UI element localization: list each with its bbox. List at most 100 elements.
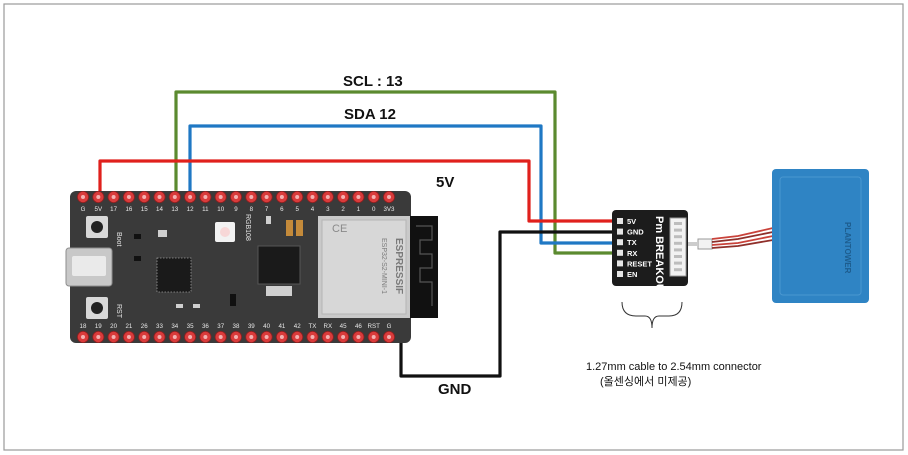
smd-component bbox=[193, 304, 200, 308]
mcu-chip bbox=[156, 257, 192, 293]
module-brand: ESPRESSIF bbox=[393, 238, 404, 294]
bottom-pin-label: RST bbox=[368, 323, 381, 330]
sensor-body bbox=[772, 169, 869, 303]
power-label: 5V bbox=[436, 174, 454, 191]
bottom-pin-label: G bbox=[387, 323, 392, 330]
capacitor bbox=[286, 220, 293, 236]
regulator-tab bbox=[266, 286, 292, 296]
breakout-pin-pad bbox=[617, 249, 623, 256]
sensor-brand: PLANTOWER bbox=[843, 222, 852, 274]
top-pin-hole bbox=[142, 195, 147, 199]
top-pin-hole bbox=[295, 195, 300, 199]
top-pin-hole bbox=[81, 195, 85, 199]
cable-strand bbox=[711, 227, 774, 240]
ground-wire bbox=[399, 230, 614, 378]
bottom-pin-hole bbox=[188, 335, 193, 339]
top-pin-label: 5 bbox=[295, 206, 299, 213]
sda-label: SDA 12 bbox=[344, 106, 396, 123]
module-model: ESP32-S2-MINI-1 bbox=[380, 238, 387, 294]
top-pin-hole bbox=[325, 195, 330, 199]
capacitor bbox=[296, 220, 303, 236]
plantower-sensor: PLANTOWER bbox=[772, 169, 869, 303]
power-wire bbox=[98, 159, 614, 223]
bottom-pin-label: 36 bbox=[202, 323, 209, 330]
connector-tooth bbox=[674, 241, 682, 245]
breakout-pin-pad bbox=[617, 260, 623, 267]
top-pin-hole bbox=[188, 195, 193, 199]
connector-tooth bbox=[674, 255, 682, 258]
wires bbox=[98, 90, 614, 378]
esp-module-can bbox=[321, 219, 407, 315]
bottom-pin-label: 21 bbox=[125, 323, 132, 330]
top-pin-hole bbox=[96, 195, 101, 199]
top-pin-hole bbox=[249, 195, 254, 199]
breakout-body bbox=[612, 210, 688, 286]
note-line-2: (올센싱에서 미제공) bbox=[600, 375, 691, 388]
bottom-pin-hole bbox=[172, 335, 177, 339]
top-pin-hole bbox=[341, 195, 346, 199]
boot-button-cap bbox=[91, 221, 103, 233]
smd-component bbox=[158, 230, 167, 237]
top-pin-label: 16 bbox=[125, 206, 132, 213]
cable-strand bbox=[711, 239, 774, 249]
rgb-led-lens bbox=[220, 227, 230, 237]
bottom-pin-hole bbox=[111, 335, 116, 339]
bottom-pin-label: TX bbox=[309, 323, 317, 330]
bottom-pin-label: 45 bbox=[340, 323, 347, 330]
top-pin-hole bbox=[203, 195, 208, 199]
voltage-regulator bbox=[257, 245, 301, 285]
top-pin-hole bbox=[218, 195, 223, 199]
smd-component bbox=[134, 256, 141, 261]
bottom-pin-label: 20 bbox=[110, 323, 117, 330]
bottom-pin-label: 37 bbox=[217, 323, 224, 330]
bottom-pin-hole bbox=[81, 335, 85, 339]
bottom-pin-hole bbox=[96, 335, 101, 339]
note-line-1: 1.27mm cable to 2.54mm connector bbox=[586, 361, 762, 373]
bottom-pin-label: 19 bbox=[95, 323, 102, 330]
cable-strand bbox=[711, 235, 774, 246]
sda-wire bbox=[188, 124, 614, 245]
bottom-pin-label: 42 bbox=[294, 323, 301, 330]
top-pin-hole bbox=[126, 195, 131, 199]
bottom-pin-label: 39 bbox=[248, 323, 255, 330]
bottom-pin-hole bbox=[356, 335, 361, 339]
top-pin-label: 12 bbox=[187, 206, 194, 213]
bottom-pin-hole bbox=[142, 335, 147, 339]
connector-tooth bbox=[674, 268, 682, 272]
cable-plug bbox=[697, 238, 713, 250]
breakout-pin-pad bbox=[617, 271, 623, 277]
top-pin-hole bbox=[371, 195, 376, 199]
top-pin-hole bbox=[310, 195, 315, 199]
bottom-pin-hole bbox=[310, 335, 315, 339]
top-pin-label: 17 bbox=[110, 206, 117, 213]
connector-teeth bbox=[674, 222, 682, 272]
top-pin-label: 3V3 bbox=[383, 206, 395, 213]
cable-strand bbox=[711, 231, 774, 243]
top-pin-label: 7 bbox=[265, 206, 269, 213]
bottom-pin-hole bbox=[279, 335, 284, 339]
bottom-pin-label: 38 bbox=[233, 323, 240, 330]
bottom-pin-label: 33 bbox=[156, 323, 163, 330]
top-pin-label: 11 bbox=[202, 206, 209, 213]
top-pin-label: 1 bbox=[357, 206, 361, 213]
smd-component bbox=[134, 234, 141, 239]
top-pin-label: 3 bbox=[326, 206, 330, 213]
top-pin-hole bbox=[234, 195, 238, 199]
bottom-pin-hole bbox=[203, 335, 208, 339]
bottom-pin-label: 46 bbox=[355, 323, 362, 330]
bottom-pin-label: 34 bbox=[171, 323, 178, 330]
top-pin-hole bbox=[387, 195, 391, 199]
smd-component bbox=[266, 216, 271, 224]
bottom-pin-hole bbox=[371, 335, 376, 339]
connector-tooth bbox=[674, 261, 682, 265]
bottom-pin-hole bbox=[157, 335, 162, 339]
bottom-pin-label: 40 bbox=[263, 323, 270, 330]
bottom-pin-label: RX bbox=[323, 323, 332, 330]
antenna-trace bbox=[416, 225, 433, 306]
